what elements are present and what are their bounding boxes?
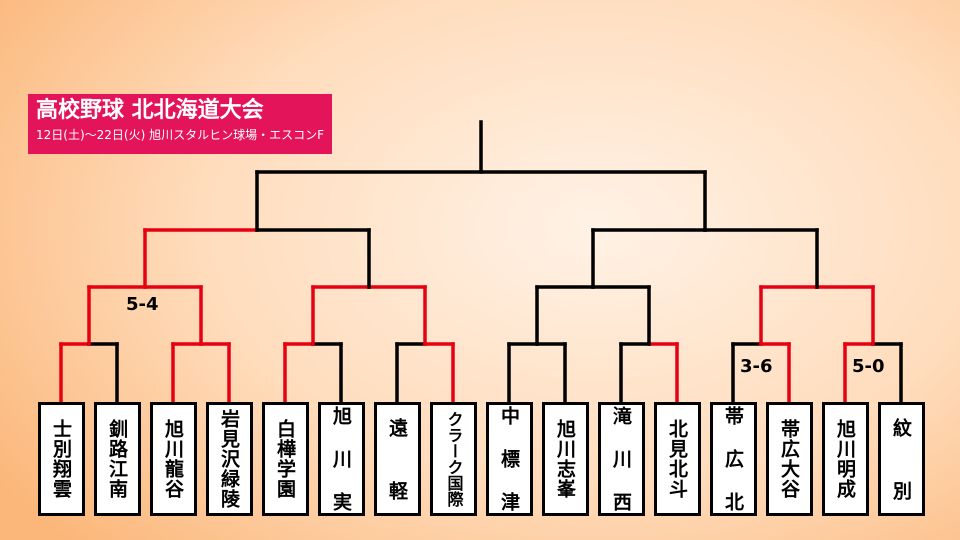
team-name: クラーク国際	[444, 411, 464, 507]
team-name: 士別翔雲	[50, 419, 72, 499]
team-name: 旭川明成	[834, 419, 856, 499]
team-box[interactable]: 旭 川 実	[318, 402, 365, 516]
team-name: 旭川志峯	[554, 419, 576, 499]
team-box[interactable]: 遠 軽	[374, 402, 421, 516]
team-name: 岩見沢緑陵	[218, 409, 240, 509]
team-box[interactable]: 岩見沢緑陵	[206, 402, 253, 516]
team-box[interactable]: 帯 広 北	[710, 402, 757, 516]
team-name: 紋 別	[890, 417, 912, 501]
team-name: 中 標 津	[498, 406, 520, 512]
team-name: 滝 川 西	[610, 406, 632, 512]
team-name: 帯 広 北	[722, 406, 744, 512]
match-score: 5-0	[852, 356, 885, 377]
team-name: 旭 川 実	[330, 406, 352, 512]
tournament-title-banner: 高校野球 北北海道大会 12日(土)〜22日(火) 旭川スタルヒン球場・エスコン…	[28, 94, 332, 154]
team-box[interactable]: 白樺学園	[262, 402, 309, 516]
match-score: 3-6	[740, 356, 773, 377]
team-box[interactable]: 釧路江南	[94, 402, 141, 516]
team-name: 釧路江南	[106, 419, 128, 499]
team-box[interactable]: 北見北斗	[654, 402, 701, 516]
team-name: 帯広大谷	[778, 419, 800, 499]
team-name: 旭川龍谷	[162, 419, 184, 499]
team-box[interactable]: 旭川明成	[822, 402, 869, 516]
team-box[interactable]: 紋 別	[878, 402, 925, 516]
tournament-title: 高校野球 北北海道大会	[36, 98, 264, 123]
team-name: 北見北斗	[666, 419, 688, 499]
tournament-schedule: 12日(土)〜22日(火) 旭川スタルヒン球場・エスコンF	[36, 128, 324, 142]
team-box[interactable]: 中 標 津	[486, 402, 533, 516]
match-score: 5-4	[126, 294, 159, 315]
team-box[interactable]: クラーク国際	[430, 402, 477, 516]
team-box[interactable]: 旭川龍谷	[150, 402, 197, 516]
team-name: 白樺学園	[274, 419, 296, 499]
team-box[interactable]: 士別翔雲	[38, 402, 85, 516]
team-box[interactable]: 旭川志峯	[542, 402, 589, 516]
team-box[interactable]: 滝 川 西	[598, 402, 645, 516]
team-name: 遠 軽	[386, 417, 408, 501]
team-box[interactable]: 帯広大谷	[766, 402, 813, 516]
